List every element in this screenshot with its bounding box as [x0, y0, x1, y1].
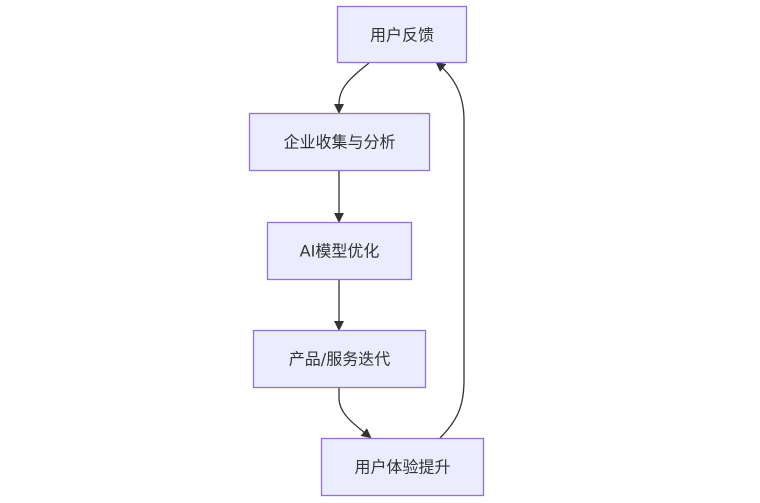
- node-label: 产品/服务迭代: [289, 350, 390, 369]
- node-label: 用户体验提升: [354, 458, 450, 477]
- node-user-experience-improvement[interactable]: 用户体验提升: [320, 437, 485, 497]
- node-box: [336, 5, 468, 64]
- node-box: [320, 437, 485, 497]
- node-box: [252, 329, 427, 389]
- node-ai-model-optimization[interactable]: AI模型优化: [266, 221, 413, 281]
- edge-feedback-to-analysis: [334, 62, 370, 114]
- node-box: [266, 221, 413, 281]
- node-user-feedback[interactable]: 用户反馈: [336, 5, 468, 64]
- node-label: 用户反馈: [370, 26, 434, 45]
- edge-iteration-to-experience: [338, 388, 372, 439]
- node-label: AI模型优化: [300, 242, 380, 261]
- edges: [334, 61, 465, 439]
- node-label: 企业收集与分析: [283, 133, 395, 152]
- node-box: [248, 112, 431, 172]
- node-product-service-iteration[interactable]: 产品/服务迭代: [252, 329, 427, 389]
- edge-experience-to-feedback: [435, 61, 465, 439]
- node-enterprise-collect-analyze[interactable]: 企业收集与分析: [248, 112, 431, 172]
